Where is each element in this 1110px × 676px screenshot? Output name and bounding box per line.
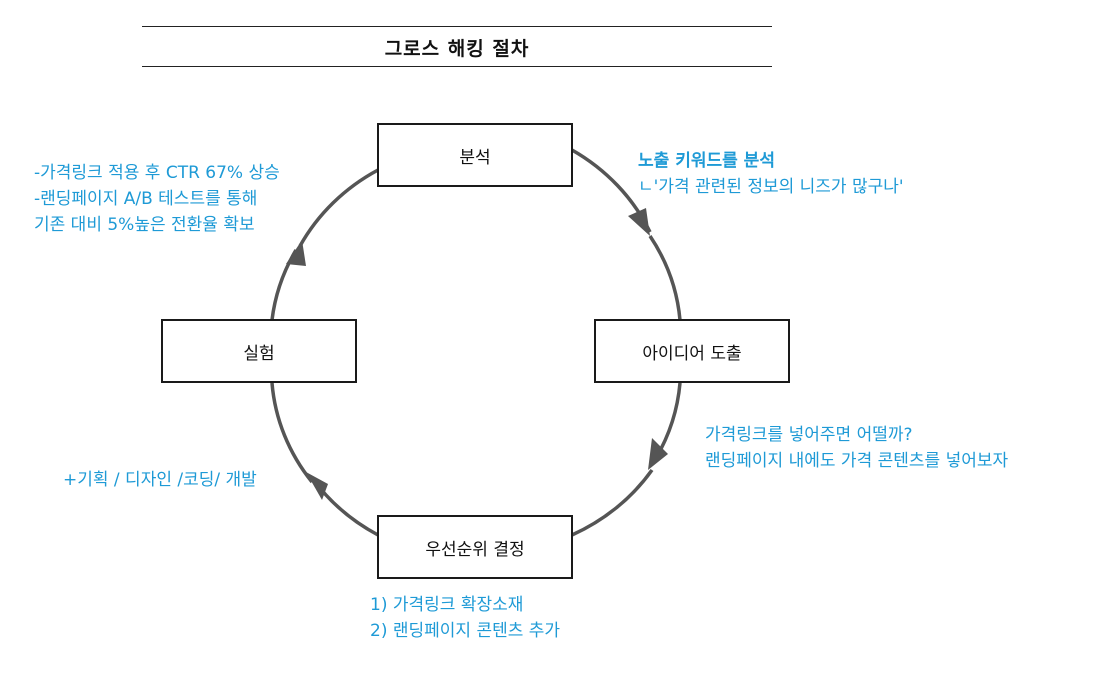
arc-to-ideation-box: [648, 235, 682, 321]
step-ideation-label: 아이디어 도출: [642, 343, 742, 364]
arc-to-prioritize-box: [571, 468, 654, 537]
note-analysis-heading: 노출 키워드를 분석: [638, 151, 775, 171]
step-analysis-label: 분석: [459, 147, 491, 168]
note-results-line2: -랜딩페이지 A/B 테스트를 통해: [34, 189, 258, 209]
note-experiment-line1: +기획 / 디자인 /코딩/ 개발: [63, 470, 257, 490]
note-experiment: +기획 / 디자인 /코딩/ 개발: [63, 467, 257, 493]
step-analysis-box: 분석: [377, 123, 573, 187]
step-prioritize-label: 우선순위 결정: [425, 539, 525, 560]
note-ideation: 가격링크를 넣어주면 어떨까? 랜딩페이지 내에도 가격 콘텐츠를 넣어보자: [705, 422, 1008, 474]
page-title: 그로스 해킹 절차: [384, 38, 530, 60]
note-results-line3: 기존 대비 5%높은 전환율 확보: [34, 215, 255, 235]
arrowhead-analysis-to-ideation: [628, 208, 650, 236]
note-prioritize: 1) 가격링크 확장소재 2) 랜딩페이지 콘텐츠 추가: [370, 592, 560, 644]
arc-to-experiment-box: [270, 382, 314, 484]
step-experiment-box: 실험: [161, 319, 357, 383]
step-prioritize-box: 우선순위 결정: [377, 515, 573, 579]
arrowhead-ideation-to-prioritize: [648, 438, 668, 470]
note-results-line1: -가격링크 적용 후 CTR 67% 상승: [34, 163, 280, 183]
step-experiment-label: 실험: [243, 343, 275, 364]
note-results: -가격링크 적용 후 CTR 67% 상승 -랜딩페이지 A/B 테스트를 통해…: [34, 160, 280, 238]
step-ideation-box: 아이디어 도출: [594, 319, 790, 383]
note-ideation-line2: 랜딩페이지 내에도 가격 콘텐츠를 넣어보자: [705, 451, 1009, 471]
note-analysis-detail: ㄴ'가격 관련된 정보의 니즈가 많구나': [638, 177, 904, 197]
title-top-rule: [142, 26, 772, 27]
note-analysis: 노출 키워드를 분석 ㄴ'가격 관련된 정보의 니즈가 많구나': [638, 148, 904, 200]
note-prioritize-line2: 2) 랜딩페이지 콘텐츠 추가: [370, 621, 561, 641]
note-ideation-line1: 가격링크를 넣어주면 어떨까?: [705, 425, 913, 445]
note-prioritize-line1: 1) 가격링크 확장소재: [370, 595, 524, 615]
arc-to-analysis-box: [298, 168, 379, 247]
title-bottom-rule: [142, 66, 772, 67]
